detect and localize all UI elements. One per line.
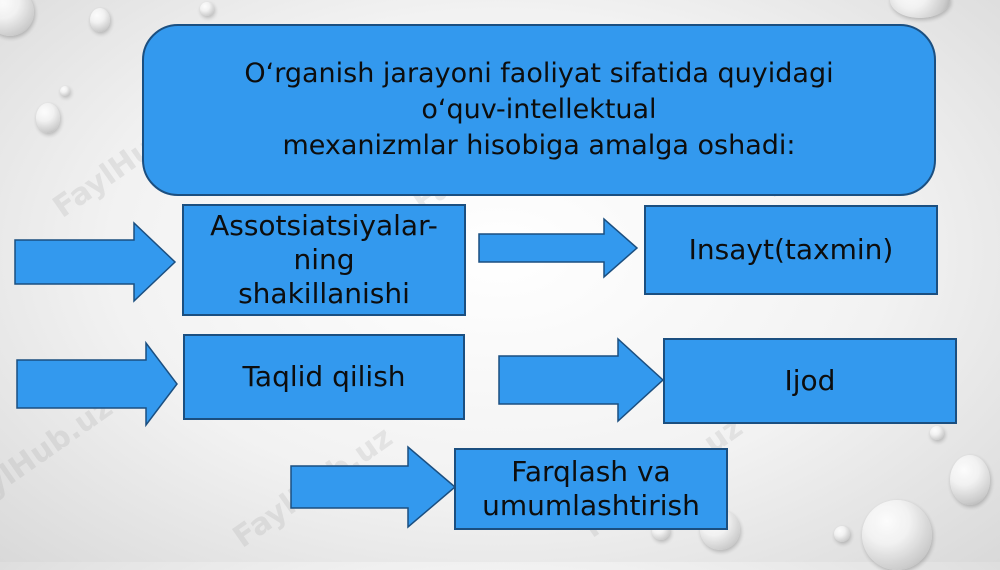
water-drop: [90, 8, 110, 32]
water-drop: [200, 2, 214, 16]
box-insight: Insayt(taxmin): [644, 205, 938, 295]
water-drop: [950, 455, 990, 505]
arrow-right-icon: [16, 340, 178, 428]
water-drop: [60, 86, 70, 96]
arrow-right-icon: [14, 221, 177, 303]
box-creativity: Ijod: [663, 338, 957, 424]
water-drop: [834, 526, 850, 542]
header-box: Oʻrganish jarayoni faoliyat sifatida quy…: [142, 24, 936, 196]
arrow-right-icon: [290, 445, 457, 529]
water-drop: [890, 0, 950, 18]
box-differentiation: Farqlash va umumlashtirish: [454, 448, 728, 530]
arrow-right-icon: [478, 217, 639, 279]
water-drop: [0, 0, 34, 36]
box-associations: Assotsiatsiyalar- ning shakillanishi: [182, 204, 466, 316]
box-imitation: Taqlid qilish: [183, 334, 465, 420]
water-drop: [930, 426, 944, 440]
water-drop: [36, 103, 60, 133]
water-drop: [862, 500, 932, 570]
arrow-right-icon: [498, 337, 665, 423]
